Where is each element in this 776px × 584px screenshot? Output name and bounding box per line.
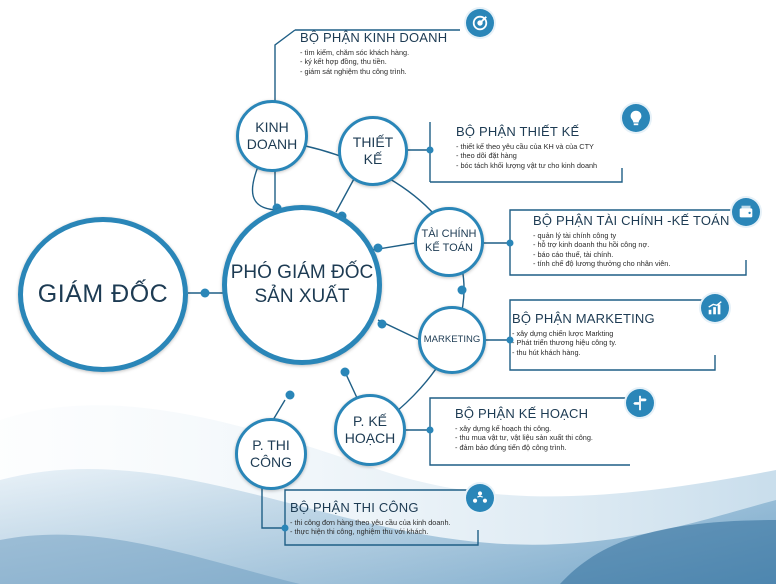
team-icon (466, 484, 494, 512)
list-item: - thực hiện thi công, nghiệm thu với khá… (290, 527, 429, 537)
thi-cong-line1: P. THI (252, 436, 290, 453)
ke-hoach-line2: HOẠCH (344, 430, 396, 446)
lightbulb-icon (622, 104, 650, 132)
thiet-ke-line1: THIẾT (352, 133, 394, 150)
dept-ke-hoach-title: BỘ PHẬN KẾ HOẠCH (455, 406, 589, 421)
list-item: - giám sát nghiệm thu công trình. (300, 66, 407, 76)
thi-cong-line2: CÔNG (250, 454, 292, 470)
list-item: - quản lý tài chính công ty (533, 231, 617, 240)
list-item: - theo dõi đặt hàng (456, 151, 517, 161)
pho-giam-doc-line2: SẢN XUẤT (254, 286, 350, 307)
thiet-ke-line2: KẾ (363, 151, 383, 167)
list-item: - xây dựng chiến lược Markting (512, 329, 614, 338)
list-item: - ký kết hợp đồng, thu tiền. (300, 57, 387, 67)
marketing-label: MARKETING (423, 334, 481, 346)
growth-chart-icon (701, 294, 729, 322)
dept-marketing: BỘ PHẬN MARKETING - xây dựng chiến lược … (512, 311, 655, 357)
dept-thiet-ke: BỘ PHẬN THIẾT KẾ - thiết kế theo yêu cầu… (456, 124, 597, 170)
marketing-node: MARKETING (418, 306, 486, 374)
giam-doc-node: GIÁM ĐỐC (18, 217, 188, 372)
list-item: - đảm bảo đúng tiến độ công trình. (455, 442, 567, 452)
thiet-ke-node: THIẾT KẾ (338, 116, 408, 186)
list-item: - thu hút khách hàng. (512, 347, 581, 357)
dept-ke-hoach: BỘ PHẬN KẾ HOẠCH - xây dựng kế hoạch thi… (455, 406, 593, 452)
target-icon (466, 9, 494, 37)
dept-tai-chinh: BỘ PHẬN TÀI CHÍNH -KẾ TOÁN - quản lý tài… (533, 213, 730, 269)
kinh-doanh-line2: DOANH (246, 136, 298, 152)
ke-hoach-node: P. KẾ HOẠCH (334, 394, 406, 466)
kinh-doanh-line1: KINH (255, 118, 289, 135)
tai-chinh-line2: KẾ TOÁN (425, 242, 473, 254)
list-item: - hỗ trợ kinh doanh thu hồi công nợ. (533, 240, 650, 250)
list-item: - xây dựng kế hoạch thi công. (455, 424, 552, 433)
dept-tai-chinh-title: BỘ PHẬN TÀI CHÍNH -KẾ TOÁN (533, 213, 730, 228)
dept-thi-cong-title: BỘ PHẬN THI CÔNG (290, 500, 419, 515)
list-item: - bóc tách khối lượng vật tư cho kinh do… (456, 160, 598, 170)
list-item: - báo cáo thuế, tài chính. (533, 249, 614, 259)
dept-kinh-doanh-title: BỘ PHẬN KINH DOANH (300, 30, 448, 45)
thi-cong-node: P. THI CÔNG (235, 418, 307, 490)
ke-hoach-line1: P. KẾ (353, 412, 387, 429)
pho-giam-doc-line1: PHÓ GIÁM ĐỐC (230, 262, 374, 284)
tai-chinh-line1: TÀI CHÍNH (421, 228, 477, 241)
dept-thiet-ke-title: BỘ PHẬN THIẾT KẾ (456, 124, 580, 139)
list-item: - Phát triển thương hiệu công ty. (512, 338, 617, 348)
dept-thi-cong: BỘ PHẬN THI CÔNG - thi công đơn hàng the… (290, 500, 451, 537)
dept-kinh-doanh: BỘ PHẬN KINH DOANH - tìm kiếm, chăm sóc … (300, 30, 447, 76)
dept-marketing-title: BỘ PHẬN MARKETING (512, 311, 655, 326)
pho-giam-doc-node: PHÓ GIÁM ĐỐC SẢN XUẤT (222, 205, 382, 365)
list-item: - thi công đơn hàng theo yêu cầu của kin… (290, 518, 451, 527)
giam-doc-label: GIÁM ĐỐC (37, 279, 169, 308)
list-item: - thiết kế theo yêu cầu của KH và của CT… (456, 142, 594, 151)
kinh-doanh-node: KINH DOANH (236, 100, 308, 172)
tai-chinh-node: TÀI CHÍNH KẾ TOÁN (414, 207, 484, 277)
list-item: - tính chế độ lương thưởng cho nhân viên… (533, 259, 671, 269)
list-item: - thu mua vật tư, vật liệu sản xuất thi … (455, 433, 593, 443)
signpost-icon (626, 389, 654, 417)
wallet-icon (732, 198, 760, 226)
list-item: - tìm kiếm, chăm sóc khách hàng. (300, 48, 410, 57)
